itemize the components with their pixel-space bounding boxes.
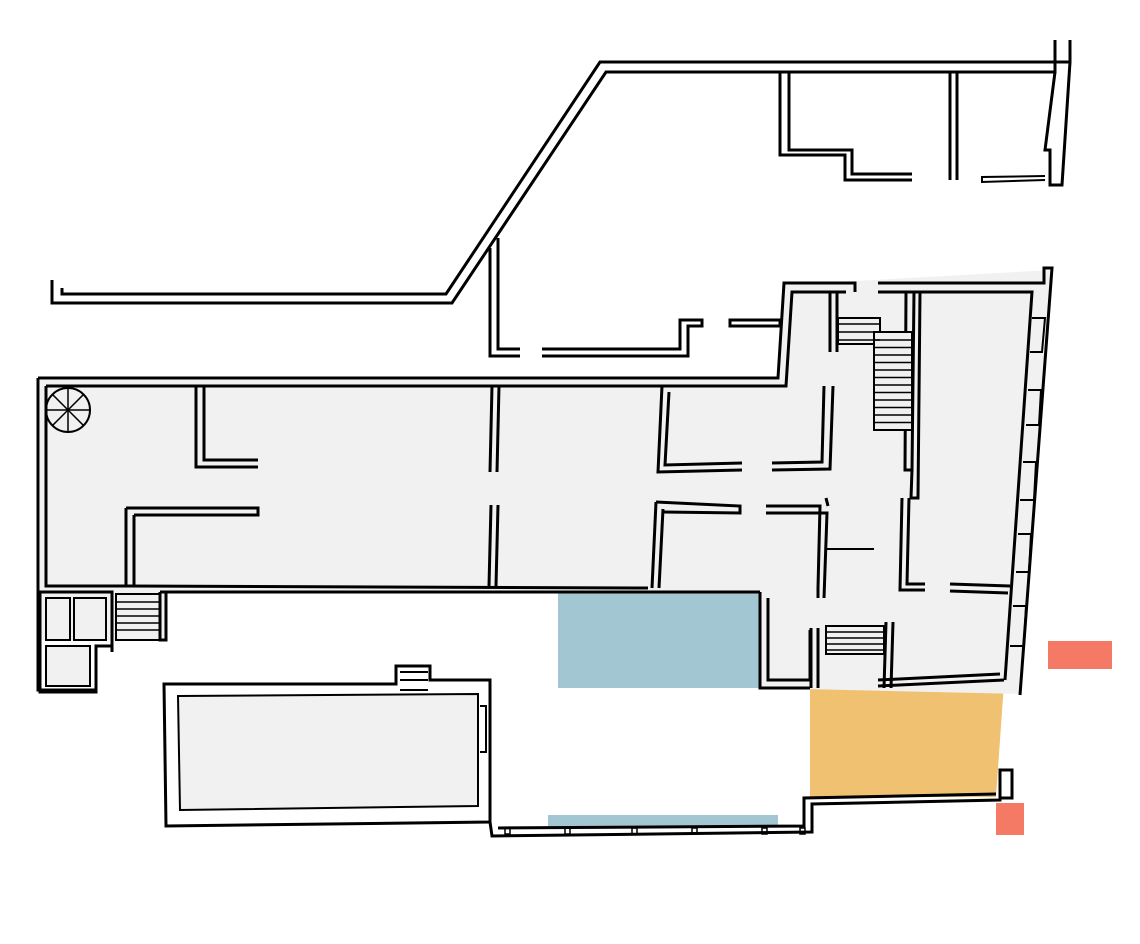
wall-post xyxy=(564,827,571,835)
wall-post xyxy=(691,827,698,835)
wall-post xyxy=(631,827,638,835)
inner-courtyard-walls xyxy=(488,238,782,358)
south-courtyard-wall xyxy=(488,768,1014,838)
blue-courtyard-zone xyxy=(558,592,760,688)
spiral-spoke xyxy=(67,409,85,427)
spiral-spoke xyxy=(51,409,69,427)
spiral-stair-icon xyxy=(45,387,91,433)
spiral-spoke xyxy=(51,393,69,411)
straight-stair-icon xyxy=(115,593,161,641)
blue-strip-zone xyxy=(548,815,778,827)
east-windows xyxy=(1010,317,1047,647)
southwest-hall xyxy=(162,664,492,828)
orange-zone xyxy=(810,683,1004,797)
north-boundary-wall xyxy=(50,40,1072,305)
red-marker-south xyxy=(996,803,1024,835)
main-building xyxy=(36,266,1054,696)
wall-post xyxy=(799,827,806,835)
west-utility-rooms xyxy=(38,590,168,694)
spiral-spoke xyxy=(67,393,85,411)
straight-stair-icon xyxy=(825,625,885,655)
red-marker-east xyxy=(1048,641,1112,669)
straight-stair-icon xyxy=(837,317,913,431)
wall-post xyxy=(761,827,768,835)
wall-post xyxy=(504,827,511,835)
north-rooms-walls xyxy=(778,72,959,182)
